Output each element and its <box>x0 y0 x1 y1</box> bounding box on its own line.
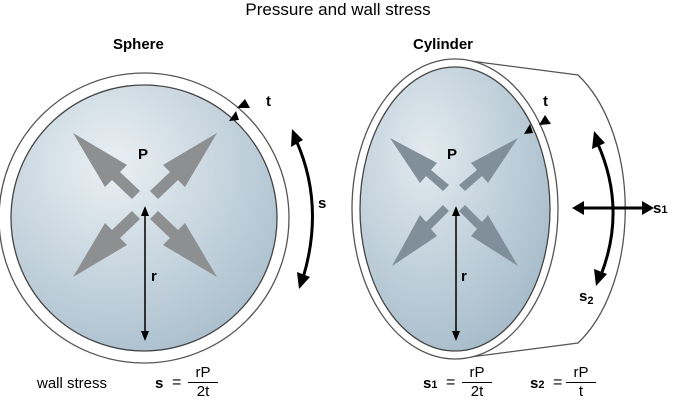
cylinder-formula1-fraction: rP 2t <box>462 365 492 400</box>
sphere-arrow-up-left <box>73 133 140 199</box>
sphere-formula-denominator: 2t <box>196 383 210 401</box>
cylinder-thickness-arrow-outer <box>539 115 551 125</box>
sphere-pressure-arrows <box>73 133 217 277</box>
cylinder-hoop-stress-label: s2 <box>579 288 594 307</box>
cylinder-thickness-arrow-inner <box>524 124 533 134</box>
sphere-thickness-arrow-inner <box>229 111 239 121</box>
sphere-heading: Sphere <box>113 36 164 53</box>
sphere-formula-fraction: rP 2t <box>188 365 218 400</box>
sphere-arrow-up-right <box>150 133 217 199</box>
sphere-inner-surface <box>10 84 278 352</box>
sphere-figure <box>0 72 314 364</box>
cylinder-formula1-equals: = <box>446 374 456 391</box>
cylinder-axial-stress-label: s1 <box>653 200 668 217</box>
sphere-formula-numerator: rP <box>195 364 211 381</box>
cylinder-pressure-arrows <box>390 138 518 266</box>
sphere-arrow-down-right <box>150 211 217 277</box>
sphere-stress-arrowhead-bottom <box>297 272 310 289</box>
cylinder-formula2-denominator: t <box>578 383 584 401</box>
sphere-radius-label: r <box>151 268 157 285</box>
cylinder-formula2-numerator: rP <box>573 364 589 381</box>
cylinder-arrow-down-left <box>392 205 449 266</box>
sphere-formula-bar <box>188 382 218 384</box>
sphere-stress-arrowhead-top <box>291 129 303 147</box>
page-title: Pressure and wall stress <box>245 0 431 19</box>
cylinder-hoop-arrowhead-top <box>592 131 605 149</box>
cylinder-radius-arrowhead-top <box>452 206 460 216</box>
cylinder-figure <box>351 58 654 360</box>
sphere-stress-arc <box>294 139 314 279</box>
cylinder-arrow-down-right <box>459 205 518 266</box>
cylinder-arrow-up-left <box>390 138 449 191</box>
cylinder-formula2-lhs: s2 <box>530 375 545 392</box>
cylinder-pressure-label: P <box>447 146 458 163</box>
cylinder-radius-arrowhead-bottom <box>452 331 460 341</box>
sphere-pressure-label: P <box>138 146 149 163</box>
sphere-stress-label: s <box>318 195 327 212</box>
cylinder-arrow-up-right <box>459 138 518 191</box>
cylinder-radius-label: r <box>461 268 467 285</box>
cylinder-formula1-numerator: rP <box>469 364 485 381</box>
cylinder-formula2-bar <box>566 382 596 384</box>
sphere-thickness-label: t <box>266 93 271 110</box>
cylinder-hoop-arrowhead-bottom <box>594 269 607 286</box>
cylinder-formula2-equals: = <box>553 374 563 391</box>
sphere-thickness-arrow-outer <box>237 99 250 108</box>
cylinder-formula1-lhs: s1 <box>423 375 438 392</box>
cylinder-formula1-denominator: 2t <box>470 383 484 401</box>
sphere-radius-arrowhead-top <box>141 206 149 216</box>
cylinder-heading: Cylinder <box>413 36 474 53</box>
wall-stress-label: wall stress <box>37 375 108 392</box>
sphere-formula-equals: = <box>172 374 182 391</box>
cylinder-axial-arrowhead-left <box>572 201 584 215</box>
sphere-formula-lhs: s <box>155 375 164 392</box>
cylinder-axial-arrowhead-right <box>642 201 654 215</box>
cylinder-formula2-fraction: rP t <box>566 365 596 400</box>
cylinder-formula1-bar <box>462 382 492 384</box>
cylinder-thickness-label: t <box>543 93 548 110</box>
sphere-radius-arrowhead-bottom <box>141 331 149 341</box>
sphere-arrow-down-left <box>73 211 140 277</box>
